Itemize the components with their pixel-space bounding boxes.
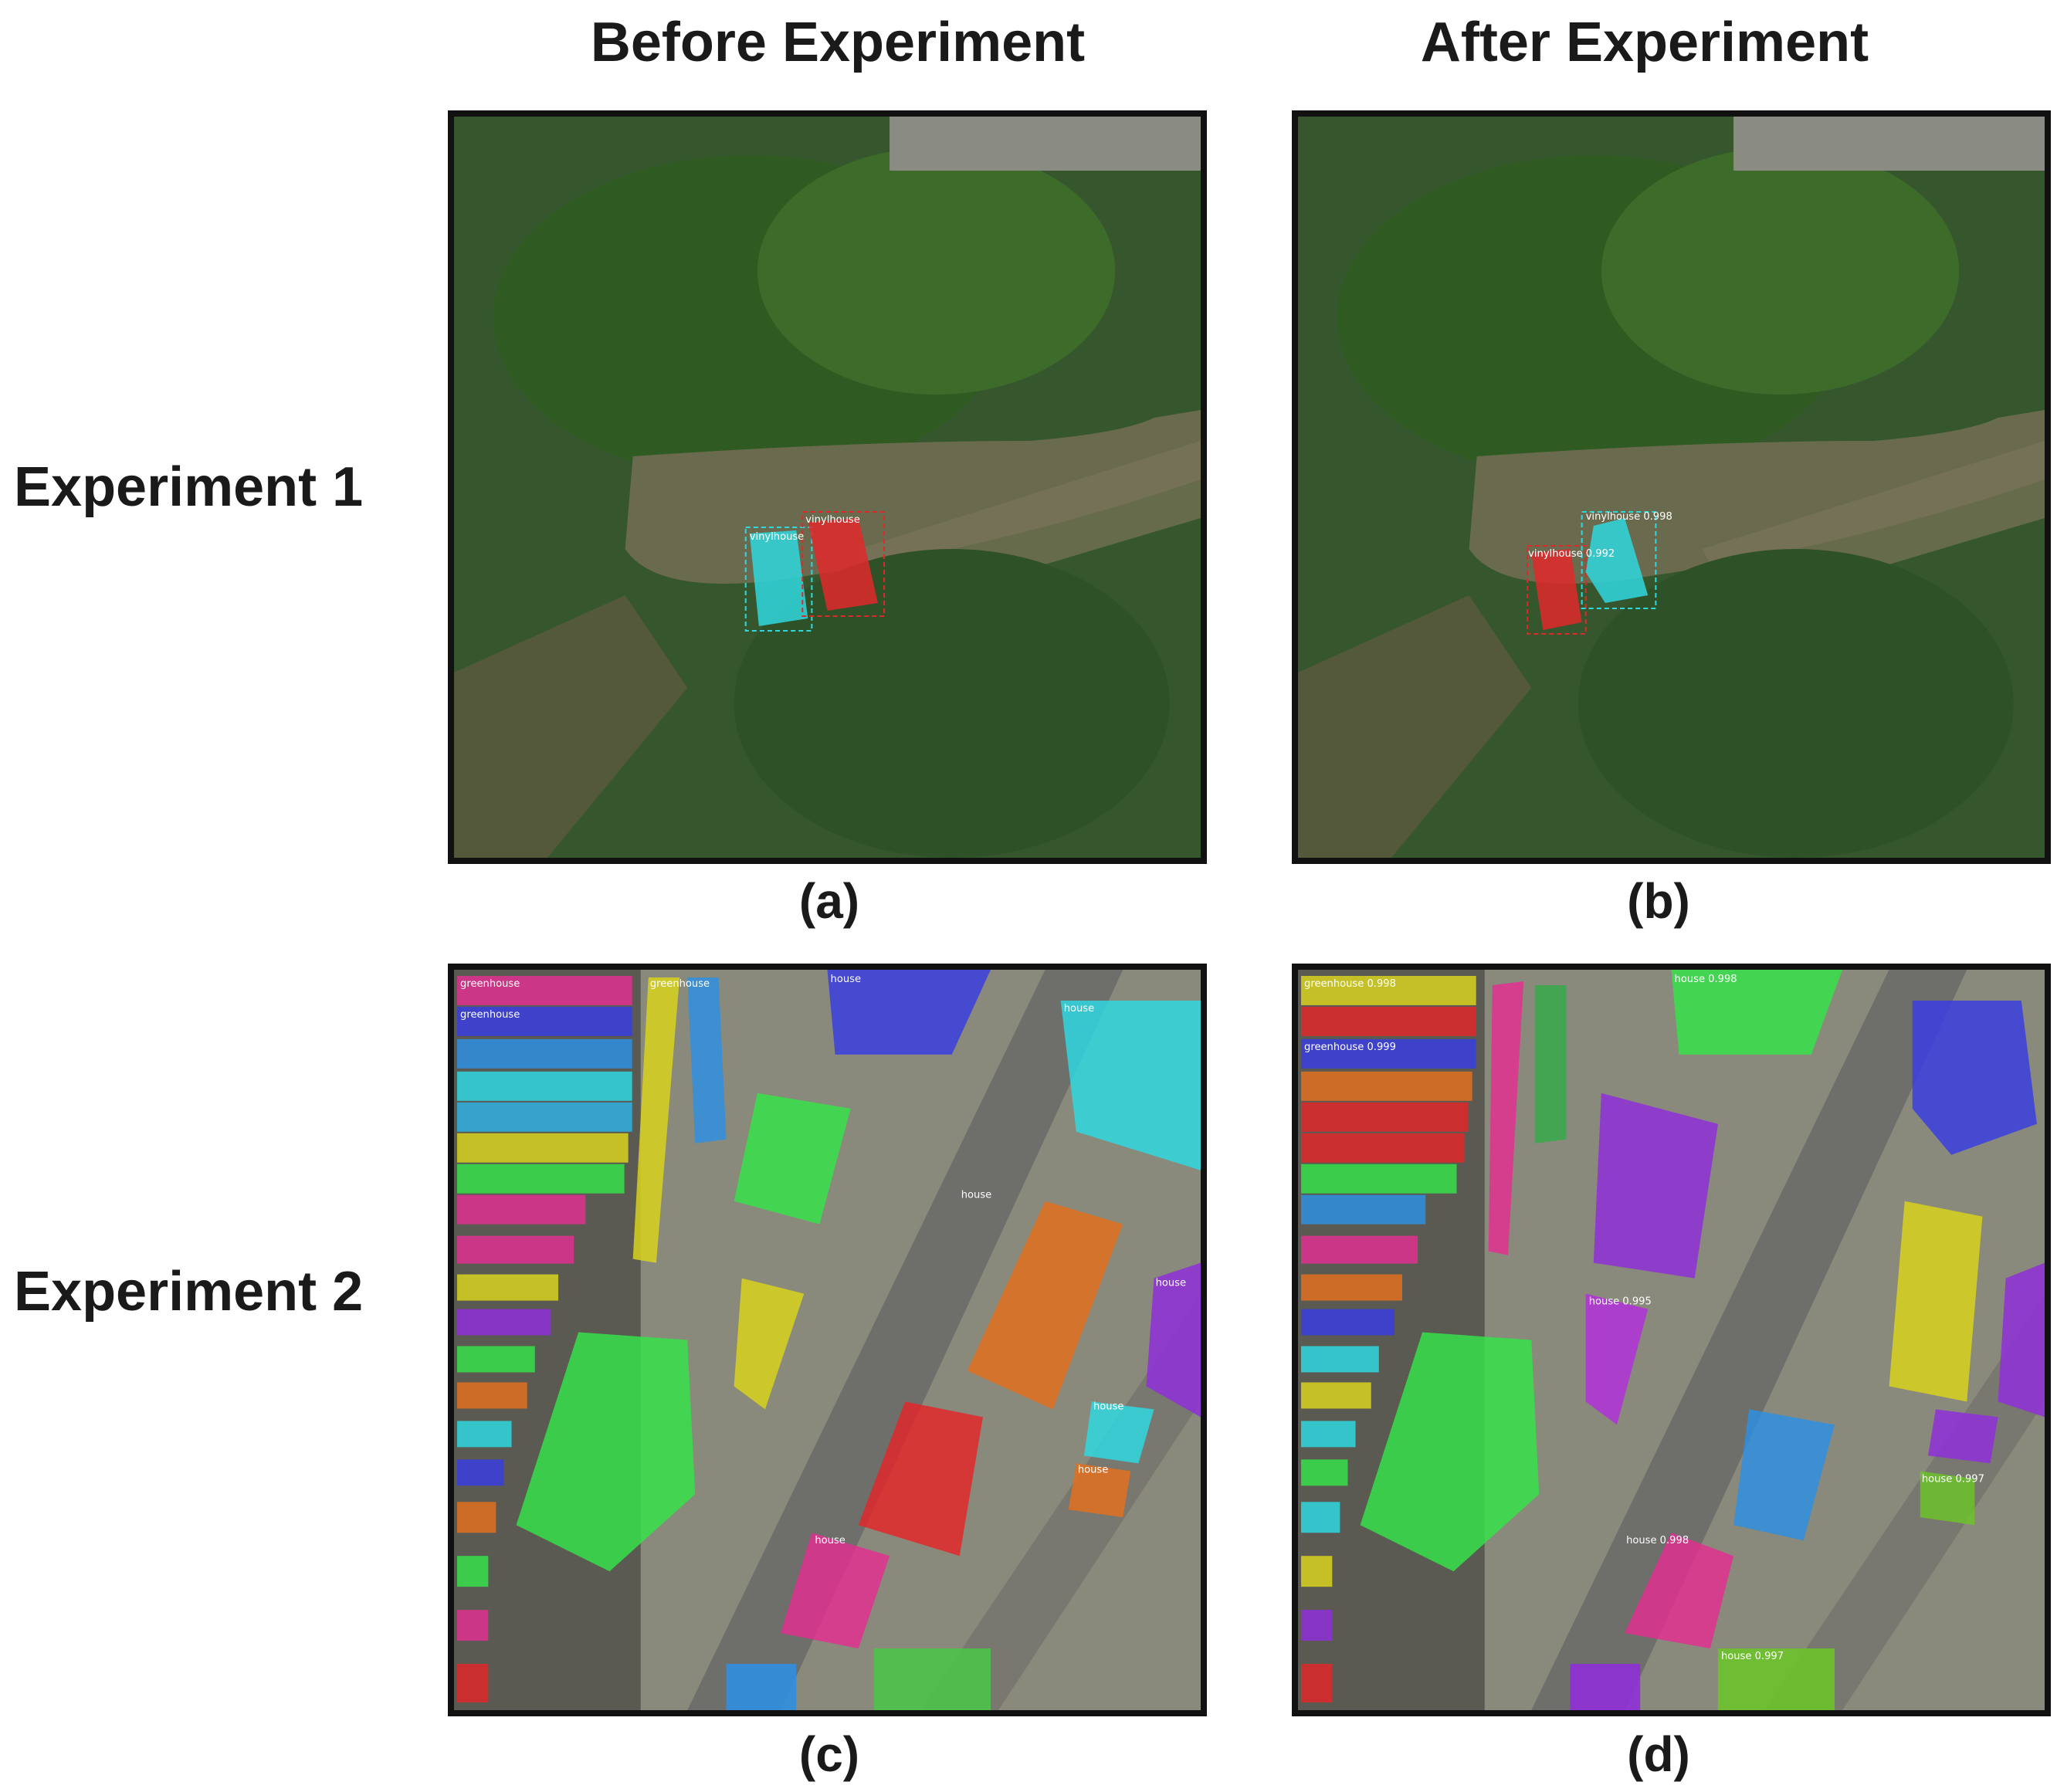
panel-d-image: greenhouse 0.998 greenhouse 0.999 house … [1292,964,2051,1716]
label-c-5: house [961,1190,991,1201]
column-header-before: Before Experiment [590,12,1086,73]
label-c-8: house [1078,1464,1108,1475]
row-header-experiment-2: Experiment 2 [14,1261,364,1323]
vinylhouse-mask-red-b [1531,549,1582,630]
caption-b: (b) [1627,873,1690,929]
label-d-6: house 0.997 [1721,1651,1784,1662]
label-d-0: greenhouse 0.998 [1304,978,1396,990]
aerial-image-b: vinylhouse 0.998 vinylhouse 0.992 [1298,117,2045,858]
vinylhouse-mask-cyan-b [1585,518,1649,603]
label-c-3: house [831,974,861,985]
aerial-image-d: greenhouse 0.998 greenhouse 0.999 house … [1298,970,2045,1710]
label-d-4: house 0.997 [1922,1473,1984,1485]
label-d-3: house 0.995 [1589,1296,1652,1308]
label-c-6: house [1156,1278,1186,1289]
label-a-0: vinylhouse [750,531,804,543]
panel-b-image: vinylhouse 0.998 vinylhouse 0.992 [1292,110,2051,864]
label-c-7: house [1093,1401,1123,1412]
aerial-image-c: greenhouse greenhouse greenhouse house h… [454,970,1201,1710]
label-b-1: vinylhouse 0.992 [1528,548,1615,560]
vinylhouse-mask-cyan [749,530,808,626]
row-header-experiment-1: Experiment 1 [14,456,364,518]
panel-a-image: vinylhouse vinylhouse [448,110,1207,864]
vinylhouse-mask-red [808,518,878,611]
label-a-1: vinylhouse [805,514,859,526]
label-c-4: house [1064,1003,1094,1015]
label-c-0: greenhouse [460,978,520,990]
label-b-0: vinylhouse 0.998 [1586,511,1672,523]
caption-d: (d) [1627,1726,1690,1782]
label-c-2: greenhouse [650,978,710,990]
label-c-9: house [815,1535,845,1546]
label-d-2: house 0.998 [1675,974,1737,985]
panel-c-image: greenhouse greenhouse greenhouse house h… [448,964,1207,1716]
label-d-5: house 0.998 [1626,1535,1689,1546]
aerial-image-a: vinylhouse vinylhouse [454,117,1201,858]
caption-c: (c) [798,1726,860,1782]
column-header-after: After Experiment [1420,12,1869,73]
caption-a: (a) [798,873,860,929]
label-c-1: greenhouse [460,1009,520,1021]
label-d-1: greenhouse 0.999 [1304,1042,1396,1053]
